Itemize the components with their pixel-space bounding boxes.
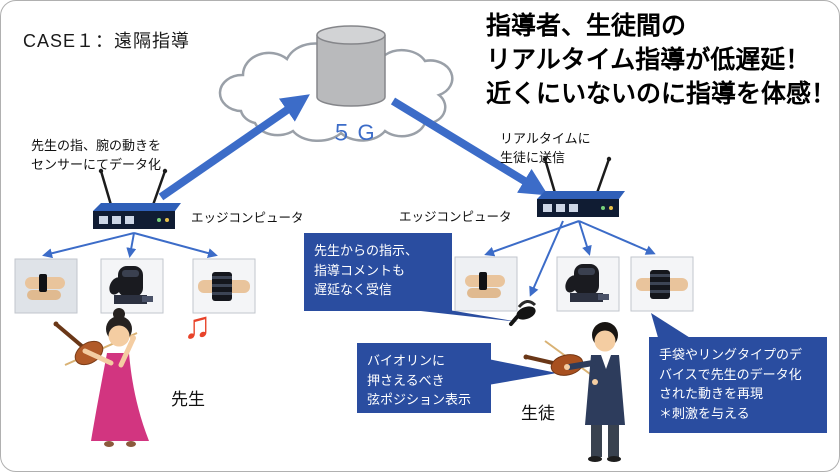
edge-computer-left-icon	[93, 168, 181, 229]
downlink-arrow	[390, 97, 549, 196]
edge-computer-label-right: エッジコンピュータ	[399, 210, 512, 224]
edge-computer-label-left: エッジコンピュータ	[191, 211, 304, 225]
student-ring-sensor-photo	[454, 256, 518, 312]
callout-reproduce-motion: 手袋やリングタイプのデ バイスで先生のデータ化 された動きを再現 ＊刺激を与える	[649, 337, 827, 433]
headset-icon	[509, 300, 537, 326]
teacher-caption: 先生の指、腕の動きを センサーにてデータ化	[31, 138, 162, 172]
callout-receive-instructions: 先生からの指示、 指導コメントも 遅延なく受信	[304, 233, 452, 311]
edge-computer-right-icon	[537, 156, 625, 217]
music-note-icon: ♫	[183, 305, 212, 347]
teacher-glove-sensor-photo	[100, 258, 164, 314]
server-cylinder-icon	[316, 25, 386, 107]
student-wristband-sensor-photo	[630, 256, 694, 312]
callout-reproduce-pointer	[651, 313, 695, 341]
student-glove-sensor-photo	[556, 256, 620, 312]
callout-receive-pointer	[403, 309, 519, 322]
uplink-arrow	[158, 94, 310, 201]
teacher-sensor-arrows	[42, 232, 218, 259]
student-illustration	[523, 322, 625, 462]
headline-text: 指導者、生徒間の リアルタイム指導が低遅延！ 近くにいないのに指導を体感！	[486, 12, 837, 108]
teacher-ring-sensor-photo	[14, 258, 78, 314]
student-caption: リアルタイムに 生徒に送信	[500, 131, 591, 165]
teacher-label: 先生	[171, 390, 205, 409]
callout-string-position: バイオリンに 押さえるべき 弦ポジション表示	[357, 343, 491, 413]
callout-position-pointer	[488, 359, 557, 385]
5g-label: ５G	[330, 120, 380, 145]
student-label: 生徒	[521, 404, 555, 423]
teacher-wristband-sensor-photo	[192, 258, 256, 314]
case-title: CASE１：遠隔指導	[23, 31, 191, 51]
teacher-illustration	[53, 308, 149, 447]
student-sensor-arrows	[484, 220, 656, 297]
